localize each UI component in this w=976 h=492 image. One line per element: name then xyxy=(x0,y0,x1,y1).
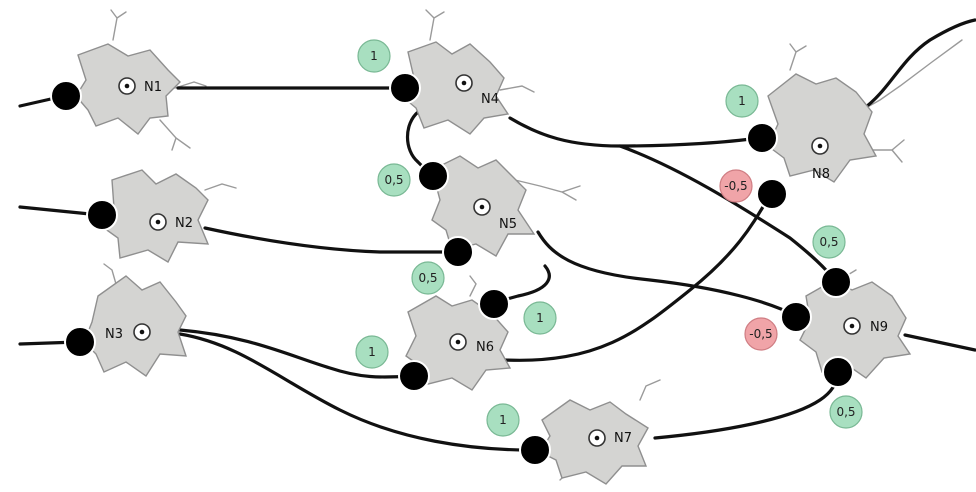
weight-badge-n4-n8: 1 xyxy=(725,84,759,118)
terminal-n5-n6 xyxy=(478,288,510,320)
terminal-n6-n8 xyxy=(756,178,788,210)
axon-n3-to-n6 xyxy=(178,328,414,379)
weight-value: 0,5 xyxy=(836,405,855,419)
axon-n5-to-n6 xyxy=(494,264,551,304)
weight-badge-n2-n5: 0,5 xyxy=(411,261,445,295)
weight-badge-n6-n8: -0,5 xyxy=(719,169,753,203)
neuron-n3: N3 xyxy=(83,275,187,377)
neuron-n6: N6 xyxy=(405,295,512,391)
terminal-n5-n9 xyxy=(780,301,812,333)
neuron-n1: N1 xyxy=(75,43,181,135)
weight-value: 1 xyxy=(738,94,746,108)
neuron-n7: N7 xyxy=(538,399,649,485)
neuron-label: N8 xyxy=(812,167,830,182)
terminal-n3-n6 xyxy=(398,360,430,392)
terminal-n7-n9 xyxy=(822,356,854,388)
terminal-in-n1 xyxy=(50,80,82,112)
weight-value: 1 xyxy=(536,311,544,325)
neuron-n9: N9 xyxy=(799,279,912,379)
weight-badge-n4-n9: 0,5 xyxy=(812,225,846,259)
weight-badge-n4-n5: 0,5 xyxy=(377,163,411,197)
terminal-n2-n5 xyxy=(442,236,474,268)
neuron-label: N3 xyxy=(105,327,123,342)
neuron-label: N2 xyxy=(175,216,193,231)
weight-value: 1 xyxy=(370,49,378,63)
axon-n3-to-n7 xyxy=(178,332,532,452)
axon-n4-to-n8 xyxy=(508,116,760,148)
neuron-label: N6 xyxy=(476,340,494,355)
terminal-in-n2 xyxy=(86,199,118,231)
weight-value: 0,5 xyxy=(819,235,838,249)
neuron-label: N1 xyxy=(144,80,162,95)
weight-value: 0,5 xyxy=(418,271,437,285)
neuron-n2: N2 xyxy=(103,169,210,263)
axon-n4-to-n5 xyxy=(405,110,432,176)
axon-n4-to-n9 xyxy=(618,144,836,282)
neuron-label: N9 xyxy=(870,320,888,335)
neuron-n8: N8 xyxy=(767,73,878,183)
axon-n6-to-n8 xyxy=(503,193,772,362)
axon-n2-to-n5 xyxy=(203,226,457,254)
terminal-in-n3 xyxy=(64,326,96,358)
axon-out-n9 xyxy=(903,333,976,352)
neuron-label: N7 xyxy=(614,431,632,446)
synaptic-terminals xyxy=(50,72,854,466)
weight-badge-n1-n4: 1 xyxy=(357,39,391,73)
terminal-n4-n5 xyxy=(417,160,449,192)
weight-value: -0,5 xyxy=(749,327,772,341)
terminal-n3-n7 xyxy=(519,434,551,466)
terminal-n1-n4 xyxy=(389,72,421,104)
axon-out-n8 xyxy=(860,18,976,112)
weight-badge-n3-n7: 1 xyxy=(486,403,520,437)
terminal-n4-n8 xyxy=(746,122,778,154)
neuron-n5: N5 xyxy=(431,155,536,257)
weight-badges: 1 0,5 0,5 1 1 1 1 -0,5 xyxy=(355,39,863,437)
weight-badge-n5-n6: 1 xyxy=(523,301,557,335)
neuron-label: N4 xyxy=(481,92,499,107)
terminal-n4-n9 xyxy=(820,266,852,298)
weight-value: 1 xyxy=(368,345,376,359)
weight-value: 1 xyxy=(499,413,507,427)
axon-n7-to-n9 xyxy=(653,372,840,440)
neuron-label: N5 xyxy=(499,217,517,232)
weight-value: -0,5 xyxy=(724,179,747,193)
weight-badge-n3-n6: 1 xyxy=(355,335,389,369)
axon-n5-to-n9 xyxy=(536,230,798,318)
weight-badge-n5-n9: -0,5 xyxy=(744,317,778,351)
weight-badge-n7-n9: 0,5 xyxy=(829,395,863,429)
dendrites xyxy=(103,9,963,481)
weight-value: 0,5 xyxy=(384,173,403,187)
